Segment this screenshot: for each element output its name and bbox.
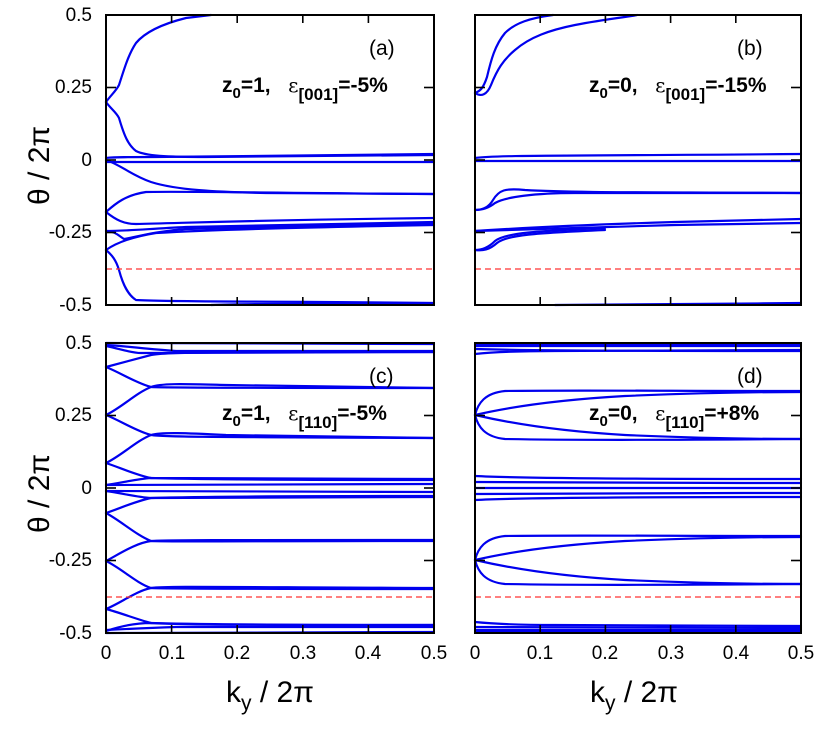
panel-b: (b) z0=0, ε[001]=-15% xyxy=(473,13,803,307)
xtick-d-0.5: 0.5 xyxy=(787,643,815,664)
strain-value: =-5% xyxy=(338,74,388,97)
ytick-c-0.5: 0.5 xyxy=(65,333,92,354)
panel-d-plot xyxy=(473,342,803,634)
z-symbol: z xyxy=(589,74,600,97)
z-subscript: 0 xyxy=(232,413,241,430)
epsilon-direction: [001] xyxy=(665,85,706,104)
z-value: =0, xyxy=(607,402,638,425)
z-symbol: z xyxy=(589,402,600,425)
x-axis-label-sub: y xyxy=(241,692,252,715)
z-value: =1, xyxy=(240,74,271,97)
panel-label-b: (b) xyxy=(737,37,763,60)
epsilon-symbol: ε xyxy=(288,401,299,425)
panel-c: (c) z0=1, ε[110]=-5% xyxy=(104,341,436,635)
panel-d: (d) z0=0, ε[110]=+8% xyxy=(473,342,803,634)
xtick-c-0.4: 0.4 xyxy=(354,643,382,664)
xtick-d-0: 0 xyxy=(469,643,481,664)
z-symbol: z xyxy=(222,402,233,425)
ytick-a-0: 0 xyxy=(81,150,92,171)
panel-a: (a) z0=1, ε[001]=-5% xyxy=(104,13,436,307)
ytick-c-0.25: 0.25 xyxy=(55,405,92,426)
panel-label-c: (c) xyxy=(369,365,394,388)
panel-label-a: (a) xyxy=(369,37,395,60)
panel-label-d: (d) xyxy=(737,365,763,388)
x-axis-label-rest: / 2π xyxy=(615,676,678,709)
strain-value: =-15% xyxy=(705,74,767,97)
xtick-c-0.5: 0.5 xyxy=(420,643,448,664)
x-axis-label-sub: y xyxy=(605,692,616,715)
z-subscript: 0 xyxy=(599,85,608,102)
panel-annotation-a: z0=1, ε[001]=-5% xyxy=(222,75,388,103)
xtick-c-0.2: 0.2 xyxy=(223,643,251,664)
epsilon-symbol: ε xyxy=(288,73,299,97)
x-axis-label-main: k xyxy=(590,676,605,709)
ytick-c-m0.25: -0.25 xyxy=(48,550,92,571)
x-axis-label-rest: / 2π xyxy=(251,676,314,709)
xtick-c-0: 0 xyxy=(100,643,112,664)
strain-value: =+8% xyxy=(704,402,760,425)
epsilon-symbol: ε xyxy=(655,73,666,97)
panel-c-plot xyxy=(104,341,436,635)
xtick-d-0.3: 0.3 xyxy=(657,643,685,664)
epsilon-symbol: ε xyxy=(655,401,666,425)
xtick-d-0.4: 0.4 xyxy=(722,643,750,664)
panel-annotation-b: z0=0, ε[001]=-15% xyxy=(589,75,767,103)
epsilon-direction: [001] xyxy=(298,85,339,104)
ytick-a-m0.25: -0.25 xyxy=(48,222,92,243)
xtick-c-0.1: 0.1 xyxy=(158,643,186,664)
z-subscript: 0 xyxy=(232,85,241,102)
z-subscript: 0 xyxy=(599,413,608,430)
panel-b-plot xyxy=(473,13,803,307)
epsilon-direction: [110] xyxy=(298,413,338,432)
ytick-c-0: 0 xyxy=(81,478,92,499)
xtick-c-0.3: 0.3 xyxy=(289,643,317,664)
x-axis-label-left: ky / 2π xyxy=(226,676,314,715)
ytick-a-0.5: 0.5 xyxy=(65,5,92,26)
ytick-a-0.25: 0.25 xyxy=(55,77,92,98)
panel-annotation-c: z0=1, ε[110]=-5% xyxy=(222,403,387,431)
panel-annotation-d: z0=0, ε[110]=+8% xyxy=(589,403,759,431)
xtick-d-0.1: 0.1 xyxy=(526,643,554,664)
epsilon-direction: [110] xyxy=(665,413,705,432)
z-value: =0, xyxy=(607,74,638,97)
xtick-d-0.2: 0.2 xyxy=(591,643,619,664)
strain-value: =-5% xyxy=(337,402,387,425)
x-axis-label-main: k xyxy=(226,676,241,709)
x-axis-label-right: ky / 2π xyxy=(590,676,678,715)
z-symbol: z xyxy=(222,74,233,97)
panel-a-plot xyxy=(104,13,436,307)
ytick-c-m0.5: -0.5 xyxy=(59,623,92,644)
z-value: =1, xyxy=(240,402,271,425)
ytick-a-m0.5: -0.5 xyxy=(59,295,92,316)
